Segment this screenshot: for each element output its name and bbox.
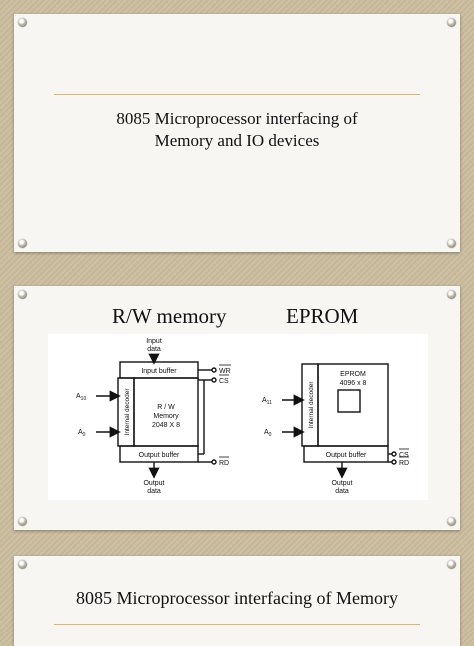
slide-title: 8085 Microprocessor interfacing of Memor… <box>14 14 460 252</box>
rw-memory-name: Memory <box>153 413 179 420</box>
rw-memory-name: R / W <box>157 404 175 411</box>
eprom-block <box>282 363 397 479</box>
slide-memory-diagram: R/W memory EPROM <box>14 286 460 530</box>
title-line-2: Memory and IO devices <box>154 131 320 150</box>
eprom-text: EPROM 4096 x 8 Output buffer Output data… <box>262 371 409 495</box>
pin-icon <box>18 239 27 248</box>
slide-interfacing: 8085 Microprocessor interfacing of Memor… <box>14 556 460 646</box>
slide3-title: 8085 Microprocessor interfacing of Memor… <box>76 588 398 608</box>
slide-title-text: 8085 Microprocessor interfacing of Memor… <box>54 108 420 152</box>
eprom-output-label: data <box>335 488 349 495</box>
pin-icon <box>18 560 27 569</box>
pin-icon <box>447 290 456 299</box>
rw-decoder-label: Internal decoder <box>124 388 131 436</box>
rw-output-buffer-label: Output buffer <box>139 452 180 459</box>
memory-block-diagram: Input data Input buffer R / W Memory 204… <box>48 334 428 500</box>
pin-icon <box>18 517 27 526</box>
address-label-a10: A10 <box>76 393 86 402</box>
rw-input-label: Input <box>146 338 162 345</box>
address-label-a11: A11 <box>262 397 272 406</box>
pin-icon <box>447 517 456 526</box>
cs-signal-label: CS <box>219 378 229 385</box>
eprom-output-label: Output <box>331 480 352 487</box>
eprom-size: 4096 x 8 <box>340 380 367 387</box>
wr-signal-label: WR <box>219 368 231 375</box>
pin-icon <box>447 239 456 248</box>
eprom-label: EPROM <box>286 304 359 328</box>
rw-input-label: data <box>147 346 161 353</box>
divider <box>54 624 420 625</box>
pin-icon <box>18 18 27 27</box>
eprom-cs-label: CS <box>399 452 409 459</box>
rw-memory-label: R/W memory <box>112 304 227 328</box>
eprom-output-buffer-label: Output buffer <box>326 452 367 459</box>
rw-output-label: data <box>147 488 161 495</box>
rw-memory-size: 2048 X 8 <box>152 422 180 429</box>
rw-memory-block <box>96 353 217 479</box>
pin-icon <box>447 18 456 27</box>
address-label-a0: A0 <box>78 429 86 438</box>
divider <box>54 94 420 95</box>
eprom-rd-label: RD <box>399 460 409 467</box>
eprom-title: EPROM <box>340 371 366 378</box>
pin-icon <box>447 560 456 569</box>
address-label-a0: A0 <box>264 429 272 438</box>
eprom-decoder-label: Internal decoder <box>308 381 315 429</box>
rw-output-label: Output <box>143 480 164 487</box>
pin-icon <box>18 290 27 299</box>
rw-memory-text: Input data Input buffer R / W Memory 204… <box>76 338 231 495</box>
rd-signal-label: RD <box>219 460 229 467</box>
title-line-1: 8085 Microprocessor interfacing of <box>116 109 358 128</box>
rw-input-buffer-label: Input buffer <box>141 368 177 375</box>
